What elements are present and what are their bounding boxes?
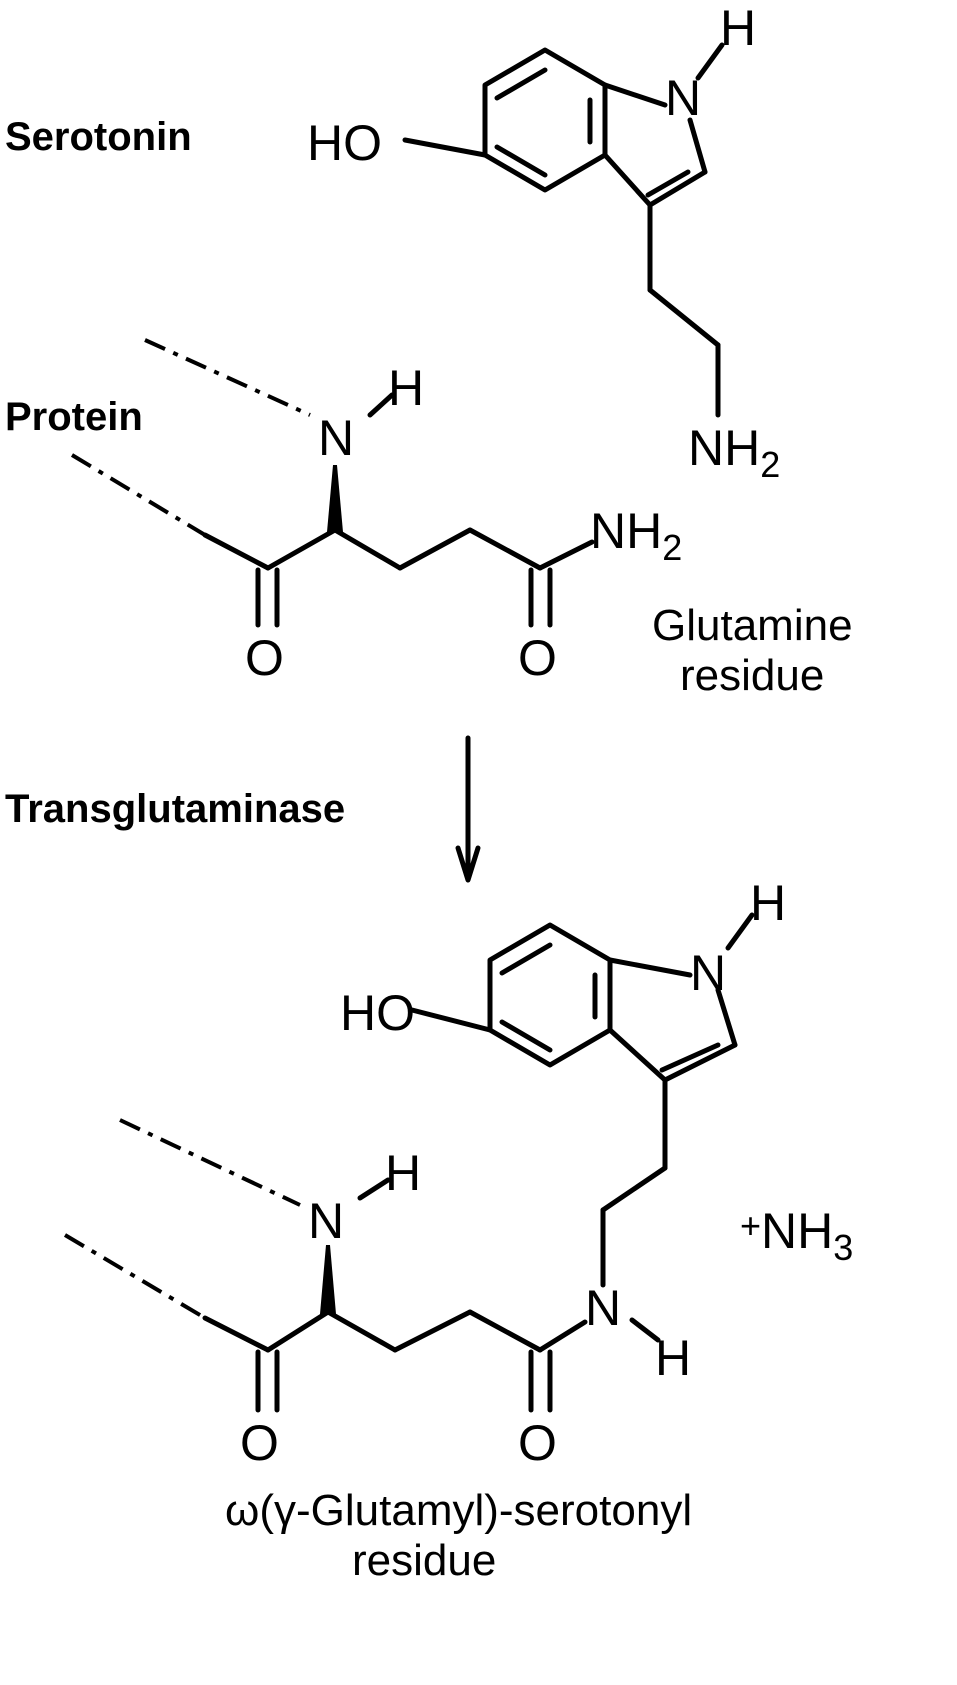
product-chain-dash-lower xyxy=(63,1233,207,1320)
transglutaminase-label: Transglutaminase xyxy=(5,787,345,831)
product-o2-atom: O xyxy=(518,1415,557,1471)
product-ho-atom: HO xyxy=(340,985,415,1041)
ammonia-byproduct: +NH3 xyxy=(740,1203,853,1268)
glutamine-o1-atom: O xyxy=(245,630,284,686)
glutamine-n-atom: N xyxy=(318,410,354,466)
protein-chain-dash-lower xyxy=(70,453,207,537)
serotonin-label: Serotonin xyxy=(5,115,192,159)
product-wedge-bond xyxy=(320,1245,336,1314)
serotonin-h-atom: H xyxy=(720,0,756,56)
protein-label: Protein xyxy=(5,395,143,439)
product-glutamyl-n-atom: N xyxy=(308,1193,344,1249)
serotonin-nh2-atom: NH2 xyxy=(688,420,780,485)
glutamine-nh2-atom: NH2 xyxy=(590,503,682,568)
glutamine-h-atom: H xyxy=(388,360,424,416)
product-label-line1: ω(γ-Glutamyl)-serotonyl xyxy=(225,1486,692,1535)
product-glutamyl-h-atom: H xyxy=(385,1145,421,1201)
reaction-arrow xyxy=(455,735,481,883)
glutamine-label-line1: Glutamine xyxy=(652,601,853,650)
product-label-line2: residue xyxy=(352,1536,496,1585)
product-h-atom: H xyxy=(750,875,786,931)
glutamine-label-line2: residue xyxy=(680,651,824,700)
wedge-bond xyxy=(327,465,343,532)
product-serotonin-structure xyxy=(409,912,755,1343)
product-chain-dash-upper xyxy=(119,1118,301,1207)
serotonin-n-atom: N xyxy=(665,70,701,126)
product-n-atom: N xyxy=(690,945,726,1001)
product-amide-n-atom: N xyxy=(585,1280,621,1336)
glutamine-o2-atom: O xyxy=(518,630,557,686)
product-o1-atom: O xyxy=(240,1415,279,1471)
serotonin-ho-atom: HO xyxy=(307,115,382,171)
glutamine-structure xyxy=(70,338,595,628)
serotonin-structure xyxy=(402,42,725,418)
product-amide-h-atom: H xyxy=(655,1330,691,1386)
protein-chain-dash-upper xyxy=(144,338,311,417)
product-glutamyl-structure xyxy=(63,1118,588,1413)
